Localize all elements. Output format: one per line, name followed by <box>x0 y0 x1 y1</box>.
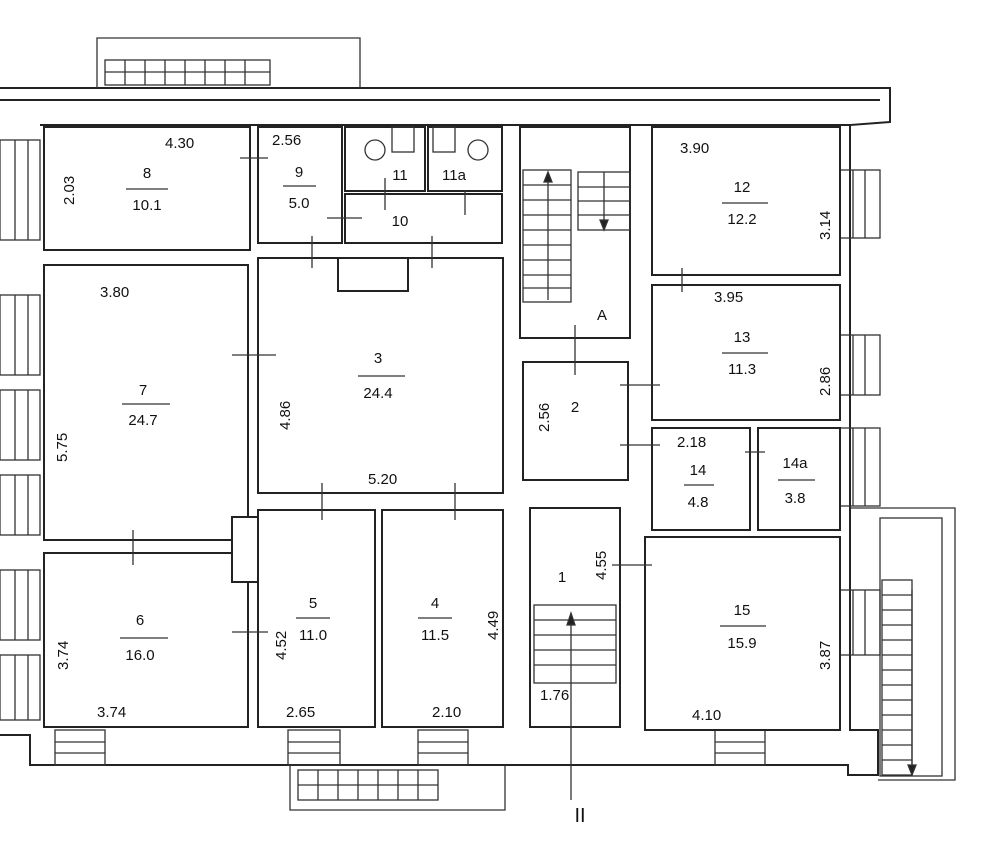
label-room-3: 324.4 <box>358 350 405 402</box>
svg-text:3: 3 <box>374 350 382 367</box>
dim-r12-width: 3.90 <box>680 140 709 157</box>
dim-r8-width: 4.30 <box>165 135 194 152</box>
label-room-12: 12 12.2 <box>722 179 768 228</box>
dim-r2-height: 2.56 <box>536 403 553 432</box>
dim-r1-width: 1.76 <box>540 687 569 704</box>
label-room-6: 616.0 <box>120 612 168 664</box>
dim-r1-height: 4.55 <box>593 551 610 580</box>
room-12 <box>651 126 841 276</box>
svg-text:24.7: 24.7 <box>128 412 157 429</box>
dim-r15-height: 3.87 <box>817 641 834 670</box>
room-1 <box>529 507 621 728</box>
room-9 <box>257 126 343 244</box>
label-room-11a: 11a <box>442 167 467 184</box>
dim-r7-height: 5.75 <box>54 433 71 462</box>
svg-text:12: 12 <box>734 179 751 196</box>
dim-r13-height: 2.86 <box>817 367 834 396</box>
svg-text:12.2: 12.2 <box>727 211 756 228</box>
svg-text:7: 7 <box>139 382 147 399</box>
label-room-7: 724.7 <box>122 382 170 429</box>
svg-text:11.3: 11.3 <box>728 361 756 378</box>
svg-text:11.0: 11.0 <box>299 627 327 644</box>
room-2 <box>522 361 629 481</box>
dim-r4-height: 4.49 <box>485 611 502 640</box>
toilet-fixtures <box>364 126 489 161</box>
svg-text:16.0: 16.0 <box>125 647 154 664</box>
dim-r9-width: 2.56 <box>272 132 301 149</box>
svg-text:14a: 14a <box>782 455 808 472</box>
svg-text:11.5: 11.5 <box>421 627 449 644</box>
svg-text:4.8: 4.8 <box>688 494 709 511</box>
label-room-11: 11 <box>392 167 408 184</box>
svg-text:9: 9 <box>295 164 303 181</box>
label-room-14: 144.8 <box>684 462 714 511</box>
room-14a <box>757 427 841 531</box>
dim-r13-width: 3.95 <box>714 289 743 306</box>
dim-r4-width: 2.10 <box>432 704 461 721</box>
label-room-13: 13 11.3 <box>722 329 768 378</box>
label-section: II <box>574 805 585 827</box>
label-stair-a: A <box>597 307 607 324</box>
svg-text:3.8: 3.8 <box>785 490 806 507</box>
label-room-2: 2 <box>571 399 579 416</box>
dim-r5-height: 4.52 <box>273 631 290 660</box>
svg-text:8: 8 <box>143 165 151 182</box>
dim-r15-width: 4.10 <box>692 707 721 724</box>
rooms <box>43 126 841 731</box>
stair-a-flights <box>522 169 631 303</box>
svg-text:10.1: 10.1 <box>132 197 161 214</box>
stair-1-flight <box>533 604 617 800</box>
room-labels: 1 2 324.4 411.5 511.0 616.0 724.7 810.1 … <box>120 164 815 827</box>
dim-r3-height: 4.86 <box>277 401 294 430</box>
label-room-1: 1 <box>558 569 566 586</box>
room-7 <box>43 264 249 541</box>
label-room-10: 10 <box>392 213 409 230</box>
dim-r3-width: 5.20 <box>368 471 397 488</box>
dim-r14-width: 2.18 <box>677 434 706 451</box>
stair-a <box>519 126 631 339</box>
svg-text:24.4: 24.4 <box>363 385 392 402</box>
external-stair-bottom <box>289 765 506 811</box>
external-stair-top <box>96 37 361 88</box>
room-15 <box>644 536 841 731</box>
label-room-8: 810.1 <box>126 165 168 214</box>
svg-text:15.9: 15.9 <box>727 635 756 652</box>
svg-text:13: 13 <box>734 329 751 346</box>
label-room-5: 511.0 <box>296 595 330 644</box>
outer-walls <box>0 87 891 776</box>
svg-text:4: 4 <box>431 595 439 612</box>
dim-r7-width: 3.80 <box>100 284 129 301</box>
door-marks <box>132 157 765 633</box>
column <box>231 516 259 583</box>
svg-text:5.0: 5.0 <box>289 195 310 212</box>
svg-text:15: 15 <box>734 602 751 619</box>
dim-r8-height: 2.03 <box>61 176 78 205</box>
label-room-4: 411.5 <box>418 595 452 644</box>
room-10 <box>344 193 503 244</box>
dim-r6-width: 3.74 <box>97 704 126 721</box>
label-room-9: 95.0 <box>283 164 316 212</box>
label-room-14a: 14a 3.8 <box>778 455 815 507</box>
room-14 <box>651 427 751 531</box>
dimension-labels: 4.30 2.03 2.56 3.80 5.75 4.86 5.20 3.74 … <box>54 132 834 724</box>
room-6 <box>43 552 249 728</box>
dim-r12-height: 3.14 <box>817 211 834 240</box>
external-stair-right <box>850 507 956 781</box>
svg-text:5: 5 <box>309 595 317 612</box>
svg-text:1: 1 <box>558 569 566 586</box>
dim-r6-height: 3.74 <box>55 641 72 670</box>
svg-text:2: 2 <box>571 399 579 416</box>
svg-text:14: 14 <box>690 462 707 479</box>
label-room-15: 15 15.9 <box>720 602 766 652</box>
svg-text:6: 6 <box>136 612 144 629</box>
dim-r5-width: 2.65 <box>286 704 315 721</box>
niche <box>337 257 409 292</box>
